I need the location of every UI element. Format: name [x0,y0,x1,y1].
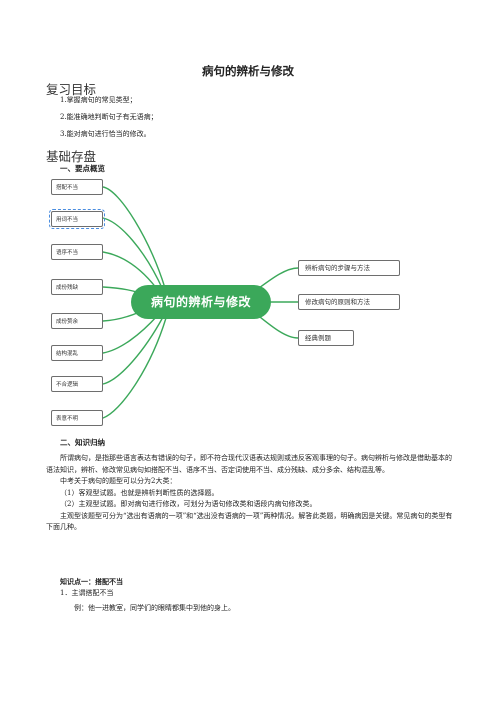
paragraph: （1）客观型试题。也就是辨析判断性质的选择题。 [60,488,219,497]
mindmap-left-node[interactable]: 表意不明 [51,410,103,426]
body-text: 所谓病句，是指那些语言表达有错误的句子，即不符合现代汉语表达规则或违反客观事理的… [46,453,454,534]
paragraph: 所谓病句，是指那些语言表达有错误的句子，即不符合现代汉语表达规则或违反客观事理的… [46,454,452,474]
connector-left-8 [102,317,167,419]
paragraph: （2）主观型试题。即对病句进行修改，可划分为语句修改类和语段内病句修改类。 [60,500,317,508]
mindmap-left-node[interactable]: 搭配不当 [51,179,103,195]
section-knowledge-heading: 二、知识归纳 [60,438,105,447]
connector-left-6 [102,314,159,354]
connector-left-7 [102,316,164,385]
mindmap-right-node[interactable]: 修改病句的原则和方法 [298,294,400,310]
page-title: 病句的辨析与修改 [202,64,294,78]
mindmap-right-node[interactable]: 辨析病句的步骤与方法 [298,260,400,276]
connector-left-2 [102,217,164,291]
paragraph: 中考关于病句的题型可以分为2大类： [60,477,177,485]
goal-3: 3.能对病句进行恰当的修改。 [60,130,151,138]
mindmap-left-node[interactable]: 用词不当 [49,209,105,229]
knowledge-point-heading: 知识点一：搭配不当 [60,578,123,586]
goal-1: 1.掌握病句的常见类型； [60,96,137,104]
mindmap-left-node[interactable]: 结构混乱 [51,345,103,361]
section-overview-heading: 一、要点概览 [60,164,105,173]
mindmap-left-node[interactable]: 语序不当 [51,244,103,260]
goal-2: 2.能准确地判断句子有无语病； [60,113,158,121]
mindmap-left-node[interactable]: 成份赘余 [51,313,103,329]
mindmap-left-node[interactable]: 成份残缺 [51,279,103,295]
mindmap-center-node[interactable]: 病句的辨析与修改 [131,285,271,319]
basics-heading: 基础存盘 [46,149,97,164]
mindmap-right-node[interactable]: 经典例题 [298,330,354,346]
list-item: 1．主谓搭配不当 [60,589,114,597]
example-text: 例：他一进教室，同学们的眼睛都集中到他的身上。 [74,604,235,612]
review-heading: 复习目标 [46,82,97,97]
mindmap-left-node[interactable]: 不合逻辑 [51,376,103,392]
paragraph: 主观型该题型可分为“选出有语病的一项”和“选出没有语病的一项”两种情况。解答此类… [46,511,453,532]
connector-left-1 [102,186,166,289]
